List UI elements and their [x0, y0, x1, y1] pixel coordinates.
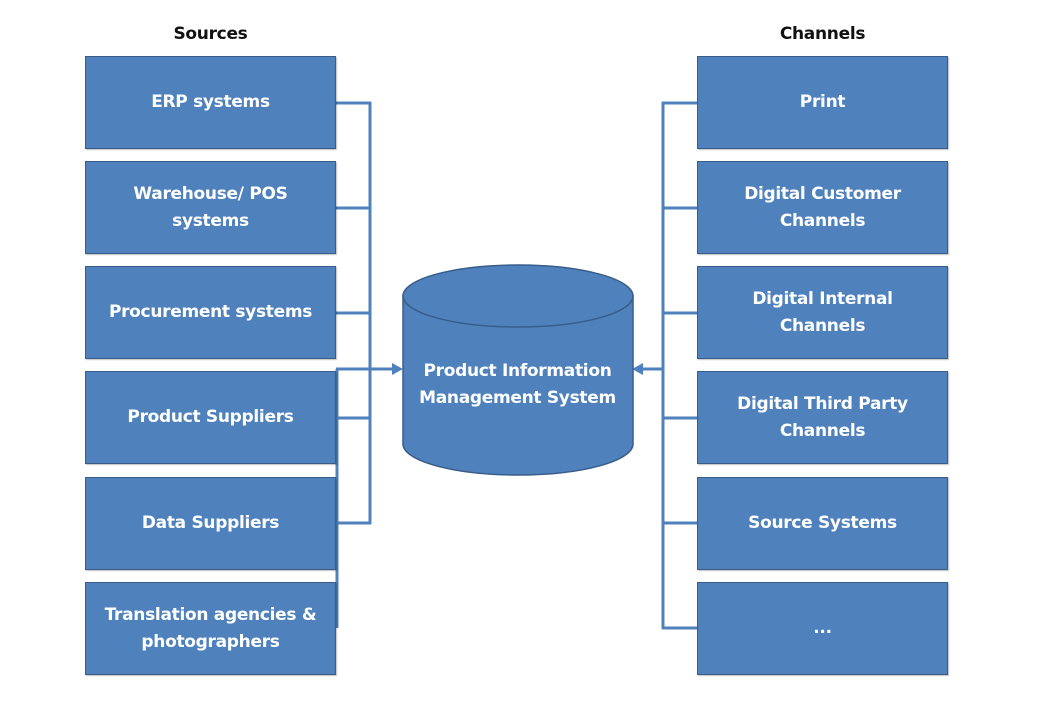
channels-connector-group	[641, 101, 697, 630]
source-label: ERP systems	[151, 92, 270, 112]
source-box-product-suppliers[interactable]: Product Suppliers	[85, 371, 336, 464]
source-box-warehouse-pos[interactable]: Warehouse/ POS systems	[85, 161, 336, 254]
source-box-procurement[interactable]: Procurement systems	[85, 266, 336, 359]
channel-box-more[interactable]: ...	[697, 582, 948, 675]
source-box-erp[interactable]: ERP systems	[85, 56, 336, 149]
pim-cylinder[interactable]	[402, 264, 634, 476]
sources-connector-group	[335, 101, 394, 628]
arrow-left-icon	[632, 363, 643, 375]
arrow-right-icon	[392, 363, 403, 375]
sources-heading: Sources	[173, 24, 248, 44]
cylinder-top	[402, 264, 634, 328]
channel-box-digital-third-party[interactable]: Digital Third Party Channels	[697, 371, 948, 464]
channel-box-source-systems[interactable]: Source Systems	[697, 477, 948, 570]
channels-heading: Channels	[779, 24, 866, 44]
source-box-translation-photographers[interactable]: Translation agencies & photographers	[85, 582, 336, 675]
source-box-data-suppliers[interactable]: Data Suppliers	[85, 477, 336, 570]
source-label: Warehouse/ POS systems	[133, 183, 288, 231]
source-label: Translation agencies & photographers	[104, 604, 317, 652]
channel-label: Digital Third Party Channels	[737, 393, 908, 441]
pim-label-line1: Product Information	[423, 361, 612, 381]
channel-label: ...	[813, 618, 832, 638]
channel-box-digital-customer[interactable]: Digital Customer Channels	[697, 161, 948, 254]
channel-box-digital-internal[interactable]: Digital Internal Channels	[697, 266, 948, 359]
source-label: Product Suppliers	[127, 407, 294, 427]
channel-label: Digital Internal Channels	[752, 288, 893, 336]
source-label: Data Suppliers	[141, 513, 280, 533]
pim-label: Product Information Management System	[403, 358, 632, 412]
channel-label: Digital Customer Channels	[744, 183, 901, 231]
channel-box-print[interactable]: Print	[697, 56, 948, 149]
channel-label: Print	[799, 92, 846, 112]
pim-label-line2: Management System	[419, 388, 616, 408]
source-label: Procurement systems	[108, 302, 313, 322]
channel-label: Source Systems	[748, 513, 897, 533]
cylinder-body	[402, 295, 634, 476]
